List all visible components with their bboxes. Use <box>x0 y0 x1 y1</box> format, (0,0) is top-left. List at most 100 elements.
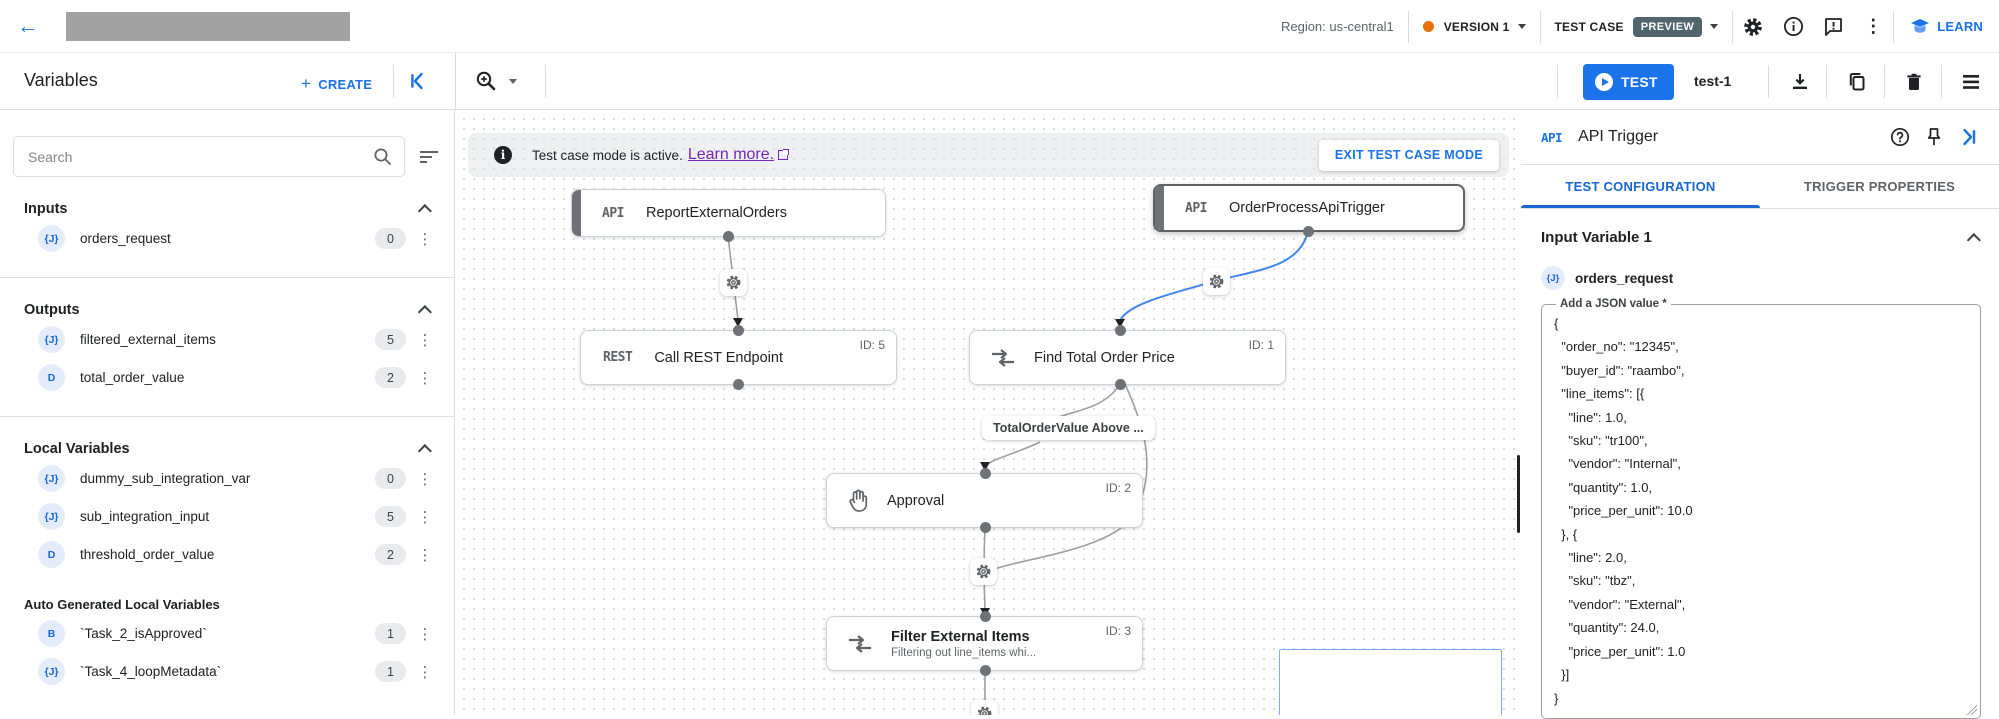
connector-dot[interactable] <box>980 468 991 479</box>
row-kebab-icon[interactable]: ⋮ <box>417 229 433 248</box>
test-case-label: TEST CASE <box>1554 19 1624 34</box>
test-case-selector[interactable]: TEST CASE PREVIEW <box>1541 12 1733 42</box>
variable-row[interactable]: {J} dummy_sub_integration_var 0 ⋮ <box>0 462 454 495</box>
version-selector[interactable]: VERSION 1 <box>1409 12 1540 42</box>
json-type-icon: {J} <box>38 465 65 492</box>
exit-test-case-mode-button[interactable]: EXIT TEST CASE MODE <box>1318 139 1499 171</box>
selection-note-box[interactable] <box>1279 649 1502 715</box>
region-label: Region: us-central1 <box>1280 19 1394 34</box>
variable-row[interactable]: {J} sub_integration_input 5 ⋮ <box>0 500 454 533</box>
variable-row[interactable]: {J} filtered_external_items 5 ⋮ <box>0 323 454 356</box>
variable-row[interactable]: B `Task_2_isApproved` 1 ⋮ <box>0 617 454 650</box>
connector-dot[interactable] <box>980 522 991 533</box>
node-approval[interactable]: Approval ID: 2 <box>826 473 1143 528</box>
panel-variable-row: {J} orders_request <box>1541 266 1981 290</box>
connector-dot[interactable] <box>980 665 991 676</box>
edge-settings-gear-icon[interactable] <box>970 558 997 585</box>
input-variable-section-header[interactable]: Input Variable 1 <box>1541 229 1981 247</box>
info-icon[interactable] <box>1773 7 1813 47</box>
variable-row[interactable]: D threshold_order_value 2 ⋮ <box>0 538 454 571</box>
sort-icon[interactable] <box>418 149 440 165</box>
row-kebab-icon[interactable]: ⋮ <box>417 330 433 349</box>
json-field-label: Add a JSON value * <box>1560 298 1667 310</box>
version-status-icon <box>1422 21 1434 32</box>
edge-settings-gear-icon[interactable] <box>971 700 998 715</box>
test-button[interactable]: TEST <box>1583 64 1674 100</box>
editor-toolbar: Variables + CREATE TEST test-1 <box>0 53 1999 110</box>
edge-condition-label[interactable]: TotalOrderValue Above ... <box>982 416 1155 440</box>
row-kebab-icon[interactable]: ⋮ <box>417 624 433 643</box>
collapse-panel-right-icon[interactable] <box>1951 120 1985 154</box>
edge-settings-gear-icon[interactable] <box>1203 268 1230 295</box>
canvas-scrollbar[interactable] <box>1517 455 1520 533</box>
data-mapping-icon <box>847 634 873 654</box>
copy-icon[interactable] <box>1839 64 1875 100</box>
search-icon <box>374 148 391 165</box>
api-trigger-badge: API <box>1185 200 1207 216</box>
menu-list-icon[interactable] <box>1953 64 1989 100</box>
connector-dot[interactable] <box>723 231 734 242</box>
row-kebab-icon[interactable]: ⋮ <box>417 545 433 564</box>
integration-canvas[interactable]: i Test case mode is active. Learn more. … <box>455 110 1521 715</box>
help-icon[interactable] <box>1883 120 1917 154</box>
integration-title-redacted <box>66 11 350 41</box>
pin-icon[interactable] <box>1917 120 1951 154</box>
test-mode-banner: i Test case mode is active. Learn more. … <box>468 133 1509 177</box>
row-kebab-icon[interactable]: ⋮ <box>417 507 433 526</box>
double-type-icon: D <box>38 541 65 568</box>
top-app-bar: ← Region: us-central1 VERSION 1 TEST CAS… <box>0 0 1999 53</box>
node-report-external-orders[interactable]: API ReportExternalOrders <box>571 189 886 237</box>
resize-handle-icon[interactable] <box>1967 705 1977 715</box>
usage-count-badge: 0 <box>375 468 406 489</box>
connector-dot[interactable] <box>733 379 744 390</box>
json-type-icon: {J} <box>38 225 65 252</box>
row-kebab-icon[interactable]: ⋮ <box>417 469 433 488</box>
canvas-zoom-control[interactable] <box>474 69 517 93</box>
local-variables-section-header[interactable]: Local Variables <box>0 441 454 459</box>
row-kebab-icon[interactable]: ⋮ <box>417 368 433 387</box>
version-label: VERSION 1 <box>1443 19 1510 34</box>
panel-tabs: TEST CONFIGURATION TRIGGER PROPERTIES <box>1521 165 1999 209</box>
create-variable-button[interactable]: + CREATE <box>297 68 376 100</box>
connector-dot[interactable] <box>1303 226 1314 237</box>
node-find-total-order-price[interactable]: Find Total Order Price ID: 1 <box>969 330 1286 385</box>
variable-row[interactable]: {J} `Task_4_loopMetadata` 1 ⋮ <box>0 655 454 688</box>
node-id: ID: 3 <box>1105 624 1131 638</box>
delete-trash-icon[interactable] <box>1896 64 1932 100</box>
connector-dot[interactable] <box>1115 325 1126 336</box>
node-call-rest-endpoint[interactable]: REST Call REST Endpoint ID: 5 <box>580 330 897 385</box>
usage-count-badge: 0 <box>375 228 406 249</box>
settings-gear-icon[interactable] <box>1733 7 1773 47</box>
usage-count-badge: 5 <box>375 329 406 350</box>
json-value-field[interactable]: Add a JSON value * { "order_no": "12345"… <box>1541 298 1981 719</box>
tab-test-configuration[interactable]: TEST CONFIGURATION <box>1521 165 1760 208</box>
variable-search-field[interactable] <box>13 136 405 177</box>
connector-dot[interactable] <box>1115 379 1126 390</box>
connector-dot[interactable] <box>733 325 744 336</box>
json-value-input[interactable]: { "order_no": "12345", "buyer_id": "raam… <box>1554 316 1693 706</box>
usage-count-badge: 5 <box>375 506 406 527</box>
node-subtitle: Filtering out line_items whi... <box>891 646 1037 659</box>
edge-settings-gear-icon[interactable] <box>720 269 747 296</box>
node-filter-external-items[interactable]: Filter External Items Filtering out line… <box>826 616 1143 671</box>
tab-trigger-properties[interactable]: TRIGGER PROPERTIES <box>1803 179 1956 194</box>
connector-dot[interactable] <box>980 611 991 622</box>
variable-row[interactable]: {J} orders_request 0 ⋮ <box>0 222 454 255</box>
learn-more-link[interactable]: Learn more. <box>687 146 775 163</box>
collapse-panel-left-icon[interactable] <box>408 71 428 91</box>
inputs-section-header[interactable]: Inputs <box>0 201 454 219</box>
search-input[interactable] <box>28 148 373 165</box>
learn-link[interactable]: LEARN <box>1894 18 1999 36</box>
more-options-kebab-icon[interactable]: ⋮ <box>1864 16 1883 36</box>
row-kebab-icon[interactable]: ⋮ <box>417 662 433 681</box>
rest-task-badge: REST <box>603 350 633 365</box>
back-arrow-icon[interactable]: ← <box>17 13 39 38</box>
node-id: ID: 2 <box>1105 481 1131 495</box>
variable-row[interactable]: D total_order_value 2 ⋮ <box>0 361 454 394</box>
feedback-icon[interactable] <box>1813 7 1853 47</box>
chevron-down-icon <box>509 78 517 84</box>
download-icon[interactable] <box>1782 64 1818 100</box>
chevron-down-icon <box>1517 24 1526 29</box>
outputs-section-header[interactable]: Outputs <box>0 302 454 320</box>
node-order-process-api-trigger[interactable]: API OrderProcessApiTrigger <box>1153 184 1465 232</box>
